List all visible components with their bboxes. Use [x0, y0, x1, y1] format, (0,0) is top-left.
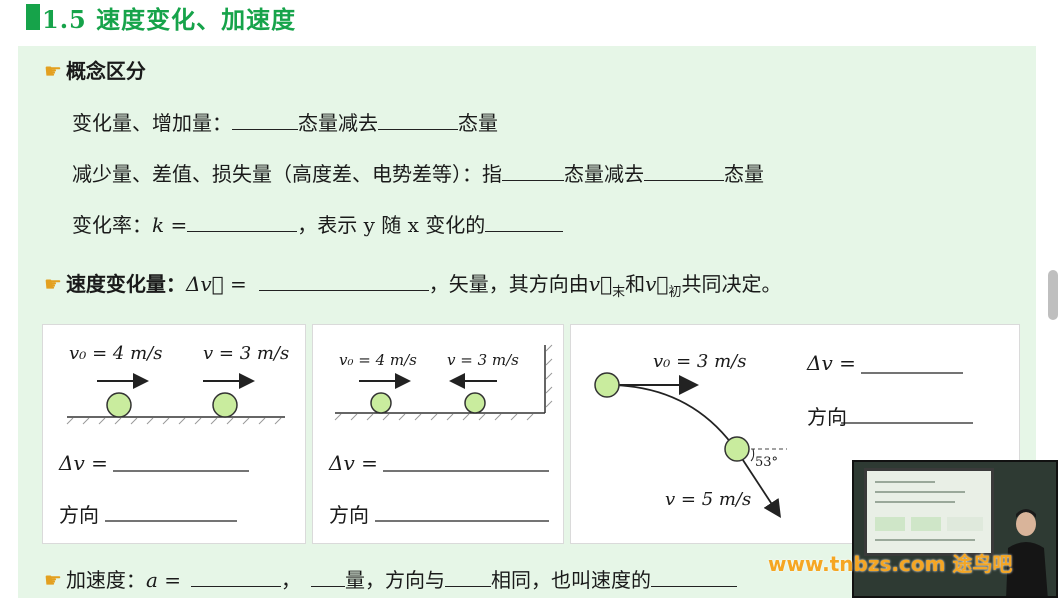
- blank: [502, 163, 564, 181]
- concept-line-2-label: 减少量、差值、损失量（高度差、电势差等）：指: [72, 162, 502, 186]
- pointing-hand-icon: ☛: [44, 59, 62, 83]
- ball: [106, 392, 132, 418]
- pointing-hand-icon: ☛: [44, 568, 62, 592]
- blank: [485, 214, 564, 232]
- v-end-sub: 末: [612, 285, 626, 300]
- direction-label: 方向: [59, 503, 99, 527]
- concept-line-1-end: 态量: [458, 111, 498, 135]
- and-text: 和: [625, 272, 646, 296]
- watermark: www.tnbzs.com 途鸟吧: [768, 552, 1013, 576]
- blank: [187, 214, 298, 232]
- concept-line-3-mid: ，表示 y 随 x 变化的: [297, 213, 486, 237]
- v-label: v = 3 m/s: [447, 351, 519, 369]
- title-marker: [26, 4, 40, 30]
- ball: [212, 392, 238, 418]
- direction-label: 方向: [807, 405, 847, 429]
- v-label: v = 3 m/s: [203, 343, 290, 364]
- concept-line-1-label: 变化量、增加量：: [72, 111, 232, 135]
- v-init-sub: 初: [668, 285, 682, 300]
- blank: [444, 569, 491, 587]
- concept-line-1-mid: 态量减去: [298, 111, 378, 135]
- delta-v-label: 速度变化量：: [65, 272, 186, 296]
- delta-v-text: ，矢量，其方向由: [428, 272, 589, 296]
- delta-v-answer-label: Δv =: [807, 351, 856, 375]
- v0-label: v₀ = 4 m/s: [69, 343, 163, 364]
- concepts-heading-row: ☛概念区分: [44, 58, 146, 84]
- concept-line-3: 变化率：k = ，表示 y 随 x 变化的: [72, 212, 564, 238]
- delta-v-formula: Δv⃗ =: [185, 272, 247, 296]
- projectile-figure: [594, 372, 973, 519]
- collision-figure-2: [334, 344, 553, 522]
- acceleration-formula: a =: [145, 568, 181, 592]
- blank: [232, 112, 298, 130]
- direction-label: 方向: [329, 503, 369, 527]
- concept-line-2: 减少量、差值、损失量（高度差、电势差等）：指 态量减去 态量: [72, 161, 764, 187]
- acceleration-row: ☛加速度：a = ， 量，方向与 相同，也叫速度的: [44, 567, 737, 593]
- ball: [594, 372, 620, 398]
- v-end-symbol: v⃗: [588, 272, 613, 296]
- concept-line-3-label: 变化率：: [72, 213, 152, 237]
- delta-v-tail: 共同决定。: [681, 272, 782, 296]
- delta-v-answer-label: Δv =: [329, 451, 378, 475]
- concept-line-1: 变化量、增加量： 态量减去 态量: [72, 110, 498, 136]
- ball: [724, 436, 750, 462]
- rate-formula: k =: [152, 213, 188, 237]
- lecturer-video-overlay[interactable]: [852, 460, 1058, 598]
- acceleration-comma: ，: [280, 568, 301, 592]
- ball: [464, 392, 486, 414]
- concept-line-2-end: 态量: [724, 162, 764, 186]
- figure-card-1: v₀ = 4 m/s v = 3 m/s Δv = 方向: [42, 324, 306, 544]
- v0-label: v₀ = 3 m/s: [653, 351, 747, 372]
- v0-label: v₀ = 4 m/s: [339, 351, 417, 369]
- page-title: 1.5 速度变化、加速度: [42, 5, 297, 34]
- acceleration-mid: 量，方向与: [344, 568, 445, 592]
- collision-figure-1: [66, 373, 285, 522]
- blank: [190, 569, 281, 587]
- angle-label: 53°: [755, 455, 779, 470]
- lecturer-person: [1006, 509, 1048, 596]
- blank: [310, 569, 345, 587]
- title-bar: 1.5 速度变化、加速度: [0, 0, 1058, 36]
- classroom-screen: [864, 468, 994, 556]
- delta-v-row: ☛速度变化量：Δv⃗ =，矢量，其方向由v⃗末和v⃗初共同决定。: [44, 271, 781, 306]
- v-init-symbol: v⃗: [645, 272, 669, 296]
- ball: [370, 392, 392, 414]
- blank: [650, 569, 737, 587]
- delta-v-answer-label: Δv =: [59, 451, 108, 475]
- scrollbar-handle[interactable]: [1048, 270, 1058, 320]
- acceleration-label: 加速度：: [65, 568, 146, 592]
- pointing-hand-icon: ☛: [44, 272, 62, 296]
- blank: [378, 112, 458, 130]
- v-label: v = 5 m/s: [665, 489, 752, 510]
- concepts-heading: 概念区分: [65, 59, 146, 83]
- figure-card-2: v₀ = 4 m/s v = 3 m/s Δv = 方向: [312, 324, 564, 544]
- blank: [258, 273, 429, 291]
- blank: [644, 163, 724, 181]
- concept-line-2-mid: 态量减去: [564, 162, 644, 186]
- acceleration-end: 相同，也叫速度的: [490, 568, 651, 592]
